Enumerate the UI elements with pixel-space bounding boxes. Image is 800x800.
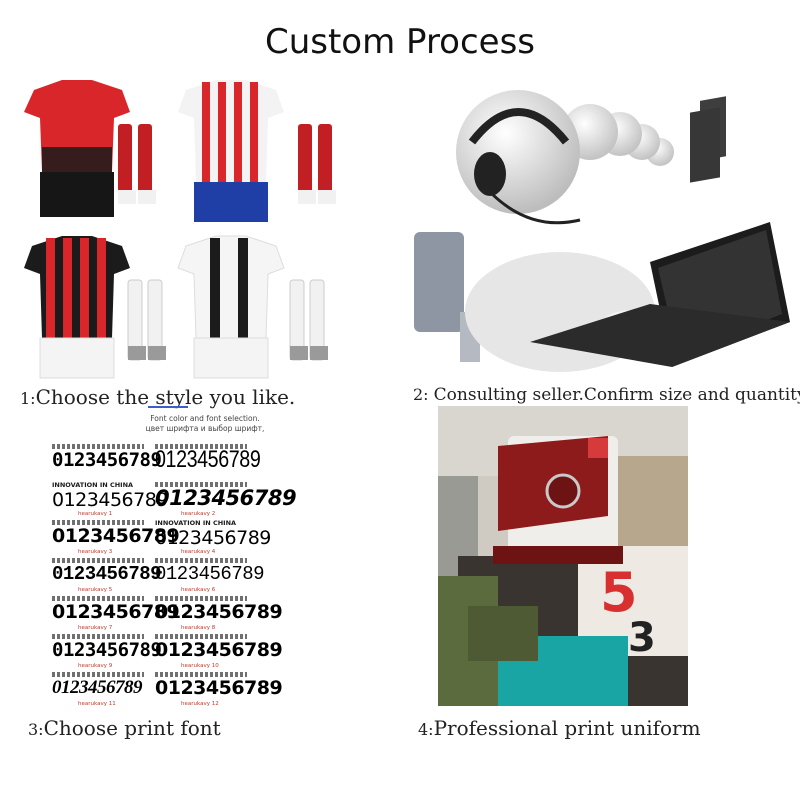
figure-back [562,96,726,183]
step-2-text: Consulting seller.Confirm size and quant… [433,385,800,405]
call-center-illustration [414,90,790,372]
step-1-number: 1: [20,389,36,408]
heat-press-illustration: 5 3 [438,406,688,706]
step-4-caption: 4:Professional print uniform [418,716,701,740]
jersey-set-redblack [24,236,166,379]
step-2-caption: 2: Consulting seller.Confirm size and qu… [413,385,800,405]
heat-press-photo: 5 3 [438,406,688,706]
jersey-set-striped [178,80,336,222]
jersey-styles-image [14,72,374,380]
laptop-shape [530,222,790,367]
jersey-set-blackwhite [177,235,328,379]
step-3-number: 3: [28,720,44,739]
step-2-number: 2: [413,385,429,404]
page-title: Custom Process [264,22,536,62]
font-sheet-heading: Font color and font selection. цвет шриф… [100,406,310,434]
heading-accent-line [148,406,188,408]
font-sheet-heading-ru: цвет шрифта и выбор шрифт, [145,424,265,433]
step-3-text: Choose print font [43,716,221,740]
step-1-text: Choose the style you like. [35,385,296,409]
step-4-text: Professional print uniform [433,716,701,740]
jersey-set-red [24,80,156,217]
svg-text:5: 5 [600,561,638,624]
consulting-seller-image [410,82,794,380]
chair-shape [414,232,464,332]
font-sample-1[interactable]: 0123456789 [50,440,162,478]
headset-icon [474,152,506,196]
font-sample-grid: 0123456789 0123456789 INNOVATION IN CHIN… [50,440,297,708]
step-3-caption: 3:Choose print font [28,716,221,740]
font-sample-2[interactable]: 0123456789 [155,444,261,473]
svg-text:3: 3 [628,615,656,661]
step-1-caption: 1:Choose the style you like. [20,385,295,409]
step-4-number: 4: [418,720,434,739]
font-sheet-heading-en: Font color and font selection. [150,414,260,423]
jersey-illustration [24,80,336,379]
